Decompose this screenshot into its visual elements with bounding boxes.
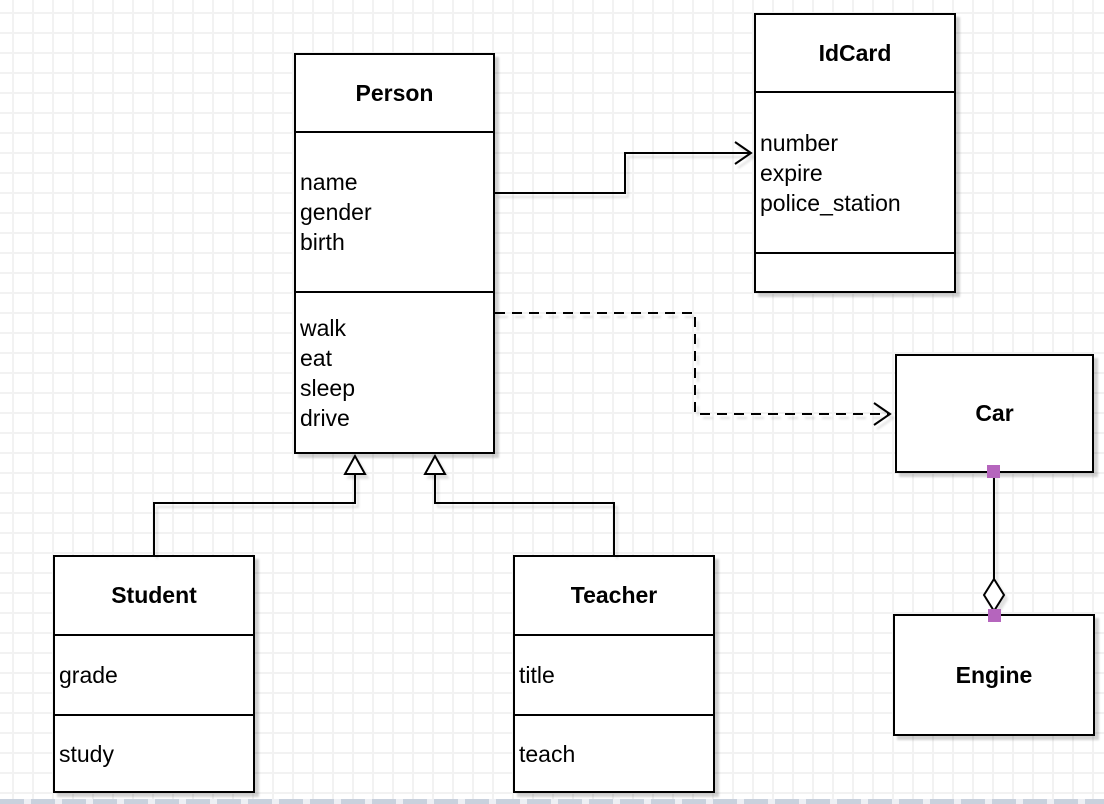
open-arrowhead-icon [734,141,753,165]
class-title: Car [975,400,1014,426]
method-label: sleep [300,374,355,401]
hollow-triangle-arrowhead-icon [343,453,367,475]
method-label: teach [519,740,576,767]
edge-generalization-teacher-person[interactable] [434,474,615,555]
method-label: walk [300,314,347,341]
attribute-label: birth [300,229,345,255]
class-title: IdCard [756,15,954,93]
class-engine[interactable]: Engine [893,614,1095,736]
methods-compartment[interactable]: walk eat sleep drive [296,293,493,452]
attribute-label: grade [59,662,118,688]
class-title: Teacher [515,557,713,636]
methods-compartment-empty[interactable] [756,254,954,291]
class-idcard[interactable]: IdCard number expire police_station [754,13,956,293]
attribute-label: name [300,169,358,195]
attributes-compartment[interactable]: name gender birth [296,133,493,293]
method-label: study [59,740,114,767]
attribute-label: expire [760,159,823,186]
attribute-label: gender [300,199,372,225]
attribute-label: title [519,662,555,688]
attributes-compartment[interactable]: number expire police_station [756,93,954,254]
edge-dependency-person-car[interactable] [495,312,888,415]
edge-generalization-student-person[interactable] [153,474,356,555]
methods-compartment[interactable]: teach [515,716,713,791]
open-arrowhead-icon [873,402,892,426]
class-title: Person [296,55,493,133]
class-person[interactable]: Person name gender birth walk eat sleep … [294,53,495,454]
attributes-compartment[interactable]: grade [55,636,253,716]
method-label: drive [300,404,350,431]
edge-association-person-idcard[interactable] [495,152,750,194]
hollow-triangle-arrowhead-icon [423,453,447,475]
class-student[interactable]: Student grade study [53,555,255,793]
methods-compartment[interactable]: study [55,716,253,791]
method-label: eat [300,344,332,371]
class-car[interactable]: Car [895,354,1094,473]
canvas-bottom-edge [0,799,1104,804]
attribute-label: number [760,129,838,156]
class-title: Student [55,557,253,636]
attributes-compartment[interactable]: title [515,636,713,716]
hollow-diamond-icon [982,577,1006,613]
class-title: Engine [955,661,1033,688]
attribute-label: police_station [760,189,901,216]
class-teacher[interactable]: Teacher title teach [513,555,715,793]
